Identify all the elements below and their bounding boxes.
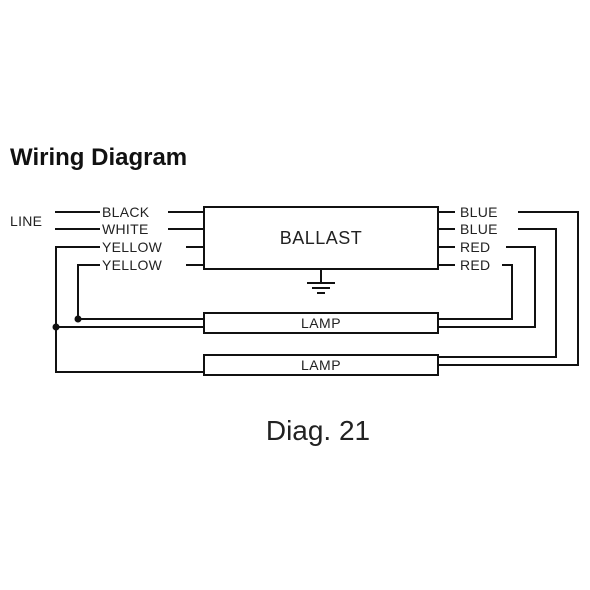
ballast-box (203, 206, 439, 270)
ground-icon (307, 269, 335, 294)
junction-dot-1 (52, 323, 60, 331)
blue1-wire (438, 211, 579, 366)
yellow1-wire (55, 246, 204, 373)
ballast-label: BALLAST (280, 228, 363, 248)
wire-label-yellow-1: YELLOW (102, 239, 163, 255)
yellow2-wire (77, 264, 204, 320)
red2-wire (438, 264, 513, 320)
wire-label-blue-2: BLUE (460, 221, 498, 237)
wire-label-blue-1: BLUE (460, 204, 498, 220)
diagram-caption: Diag. 21 (266, 415, 370, 446)
blue2-wire (438, 228, 557, 358)
lamp-1 (203, 312, 439, 334)
lamp-1-label: LAMP (301, 315, 341, 331)
wire-label-yellow-2: YELLOW (102, 257, 163, 273)
diagram-title: Wiring Diagram (10, 144, 187, 171)
junction-dot-2 (74, 315, 82, 323)
wire-label-black: BLACK (102, 204, 150, 220)
lamp-2-label: LAMP (301, 357, 341, 373)
wire-label-red-1: RED (460, 239, 490, 255)
wire-label-red-2: RED (460, 257, 490, 273)
line-label: LINE (10, 213, 42, 229)
wire-label-white: WHITE (102, 221, 149, 237)
red1-wire (438, 246, 536, 328)
